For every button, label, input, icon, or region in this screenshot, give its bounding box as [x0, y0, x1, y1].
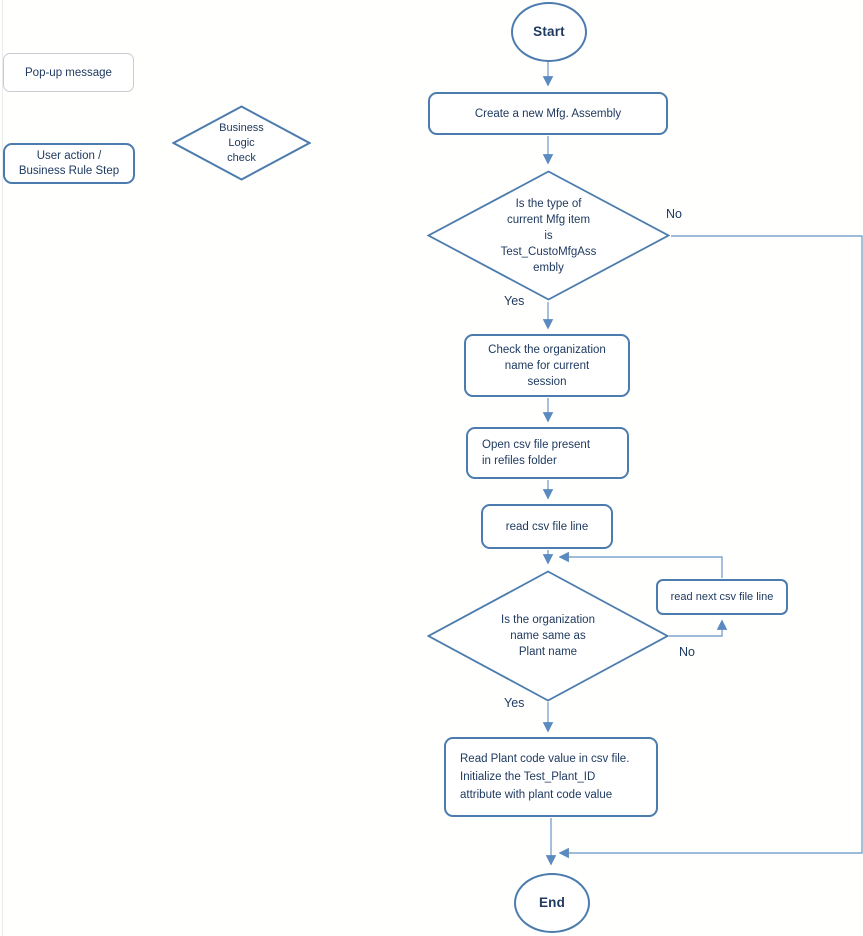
check-org-label: Check the organization name for current … [488, 343, 606, 388]
create-assembly-label: Create a new Mfg. Assembly [474, 107, 622, 120]
diamond-shape [172, 105, 311, 181]
type-check-label: Is the type of current Mfg item is Test_… [500, 197, 597, 274]
connector-readnext-loop-back [558, 551, 723, 578]
read-plant-code-label: Read Plant code value in csv file. Initi… [460, 753, 630, 801]
branch-label-yes-orgsame: Yes [504, 696, 525, 710]
connector-orgsame-no-to-readnext [669, 619, 728, 637]
org-same-label: Is the organization name same as Plant n… [501, 614, 595, 658]
open-csv-label: Open csv file present in refiles folder [482, 439, 591, 467]
legend-popup-label: Pop-up message [25, 66, 112, 79]
read-next-csv-step: read next csv file line [656, 579, 788, 615]
branch-label-yes-typecheck: Yes [504, 294, 525, 308]
end-label: End [538, 895, 566, 910]
read-next-csv-label: read next csv file line [670, 591, 774, 603]
open-csv-step: Open csv file present in refiles folder [466, 427, 629, 479]
legend-user-action-label: User action / Business Rule Step [18, 149, 120, 177]
read-csv-step: read csv file line [481, 504, 613, 549]
branch-label-no-orgsame: No [679, 645, 695, 659]
end-node: End [514, 873, 590, 933]
branch-label-no-typecheck: No [666, 207, 682, 221]
type-check-decision: Is the type of current Mfg item is Test_… [427, 170, 670, 301]
connector-typecheck-no-to-end [558, 235, 863, 859]
legend-business-logic-diamond: Business Logic check [172, 105, 311, 181]
diamond-shape [427, 170, 670, 301]
read-plant-code-step: Read Plant code value in csv file. Initi… [444, 737, 658, 817]
org-same-decision: Is the organization name same as Plant n… [427, 570, 669, 702]
legend-user-action: User action / Business Rule Step [3, 143, 135, 184]
legend-popup-message: Pop-up message [3, 53, 134, 92]
start-node: Start [511, 2, 587, 62]
read-csv-label: read csv file line [505, 520, 589, 533]
check-org-step: Check the organization name for current … [464, 334, 630, 397]
legend-business-logic-label: Business Logic check [219, 121, 264, 164]
create-assembly-step: Create a new Mfg. Assembly [428, 92, 668, 135]
diamond-shape [427, 570, 669, 702]
start-label: Start [533, 24, 565, 39]
page-left-edge [2, 0, 3, 936]
